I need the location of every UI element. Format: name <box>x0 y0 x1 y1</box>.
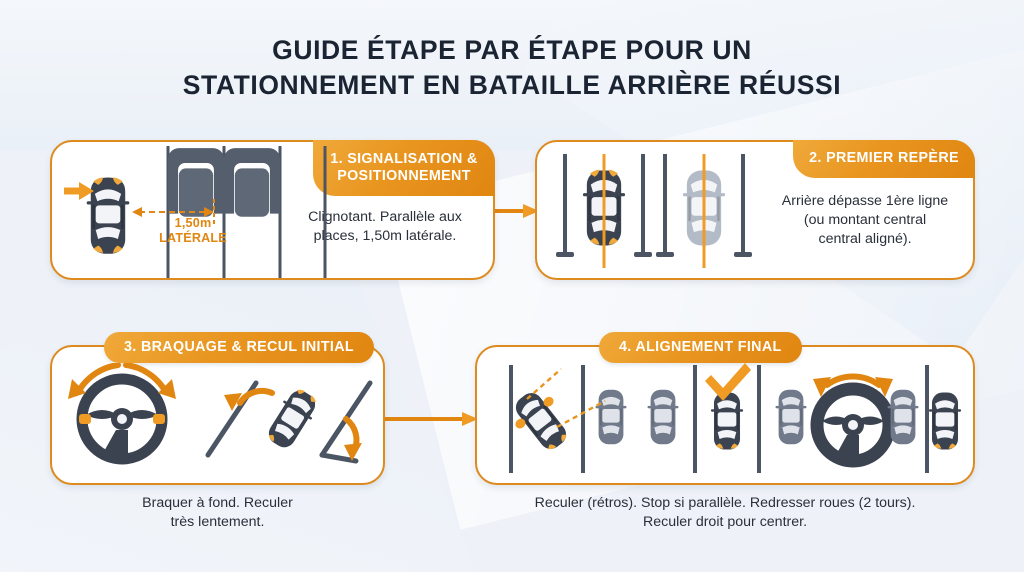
step-3-diagram <box>60 363 380 475</box>
alignment-lines <box>602 154 706 268</box>
parked-car-gray-c <box>775 389 807 445</box>
step-card-3[interactable]: 3. BRAQUAGE & RECUL INITIAL <box>50 332 385 485</box>
step-1-badge-line-2: POSITIONNEMENT <box>337 168 471 184</box>
reverse-arrow-head-1 <box>224 393 242 411</box>
step-4-caption: Reculer (rétros). Stop si parallèle. Red… <box>475 494 975 532</box>
connector-step-1-to-2 <box>494 203 540 219</box>
dimension-arrow <box>132 199 215 225</box>
step-2-diagram <box>547 148 777 276</box>
step-1-measure-label: 1,50m LATÉRALE <box>138 216 248 246</box>
step-2-text-line-2: (ou montant central <box>803 211 927 228</box>
step-2-text-line-1: Arrière dépasse 1ère ligne <box>781 193 949 209</box>
step-1-description: Clignotant. Parallèle aux places, 1,50m … <box>285 208 485 246</box>
parked-car-gray-d <box>887 389 919 445</box>
page-title-line-2: STATIONNEMENT EN BATAILLE ARRIÈRE RÉUSSI <box>182 70 842 101</box>
angled-car <box>268 389 316 448</box>
step-4-badge: 4. ALIGNEMENT FINAL <box>599 332 802 363</box>
step-2-text-line-3: central aligné). <box>818 230 912 247</box>
step-1-text-line-2: places, 1,50m latérale. <box>313 227 457 244</box>
page-title: GUIDE ÉTAPE PAR ÉTAPE POUR UN STATIONNEM… <box>0 33 1024 103</box>
check-mark-icon <box>705 363 751 401</box>
reverse-arrow-head-2 <box>344 443 362 461</box>
straighten-arrow-head-left <box>813 377 831 397</box>
approach-arrow-icon <box>64 182 94 200</box>
step-1-diagram <box>62 146 330 278</box>
parked-car-gray-a <box>595 389 627 445</box>
step-2-description: Arrière dépasse 1ère ligne (ou montant c… <box>765 192 965 249</box>
sub-scene-parallel-check <box>647 363 807 473</box>
centered-car-dark <box>710 392 744 450</box>
parking-posts <box>556 154 752 257</box>
step-3-caption-line-1: Braquer à fond. Reculer <box>142 495 293 511</box>
step-4-badge-label: 4. ALIGNEMENT FINAL <box>619 338 782 355</box>
rotation-arrow-head-right <box>158 379 176 399</box>
step-4-caption-line-2: Reculer droit pour centrer. <box>642 514 808 531</box>
step-2-badge: 2. PREMIER REPÈRE <box>793 140 975 178</box>
step-3-caption-line-2: très lentement. <box>170 514 265 531</box>
steering-wheel-icon <box>79 379 165 459</box>
step-4-caption-line-1: Reculer (rétros). Stop si parallèle. Red… <box>534 495 916 511</box>
measure-value: 1,50m <box>174 216 212 230</box>
sub-scene-mirror-check <box>508 365 627 473</box>
measure-unit-label: LATÉRALE <box>159 230 227 245</box>
mirror-sight-lines <box>526 368 606 429</box>
final-car-dark <box>928 392 962 450</box>
step-3-badge: 3. BRAQUAGE & RECUL INITIAL <box>104 332 375 363</box>
step-card-1[interactable]: 1. SIGNALISATION & POSITIONNEMENT Cligno… <box>50 140 495 280</box>
steering-wheel-icon-2 <box>810 382 896 468</box>
step-card-2[interactable]: 2. PREMIER REPÈRE Arrière dépasse 1ère l… <box>535 140 975 280</box>
sub-scene-straighten-wheels <box>810 373 896 468</box>
rotation-arrow-head-left <box>68 379 86 399</box>
parked-car-gray-b <box>647 389 679 445</box>
reversing-car-dark <box>508 386 574 456</box>
step-1-text-line-1: Clignotant. Parallèle aux <box>308 209 462 225</box>
page-title-line-1: GUIDE ÉTAPE PAR ÉTAPE POUR UN <box>272 35 752 65</box>
connector-step-3-to-4 <box>384 411 479 427</box>
step-1-badge-line-1: 1. SIGNALISATION & <box>330 150 478 167</box>
straighten-arrows <box>824 373 882 388</box>
step-3-caption: Braquer à fond. Reculer très lentement. <box>50 494 385 532</box>
step-1-badge: 1. SIGNALISATION & POSITIONNEMENT <box>313 140 495 196</box>
car-dark <box>582 169 626 246</box>
sub-scene-centered-final <box>887 365 962 473</box>
moving-car <box>86 177 130 254</box>
rotation-arrows <box>77 363 167 392</box>
step-3-badge-label: 3. BRAQUAGE & RECUL INITIAL <box>124 338 355 355</box>
straighten-arrow-head-right <box>875 377 893 397</box>
step-card-4[interactable]: 4. ALIGNEMENT FINAL <box>475 332 975 485</box>
step-2-badge-label: 2. PREMIER REPÈRE <box>809 150 959 167</box>
step-4-diagram <box>483 361 971 477</box>
